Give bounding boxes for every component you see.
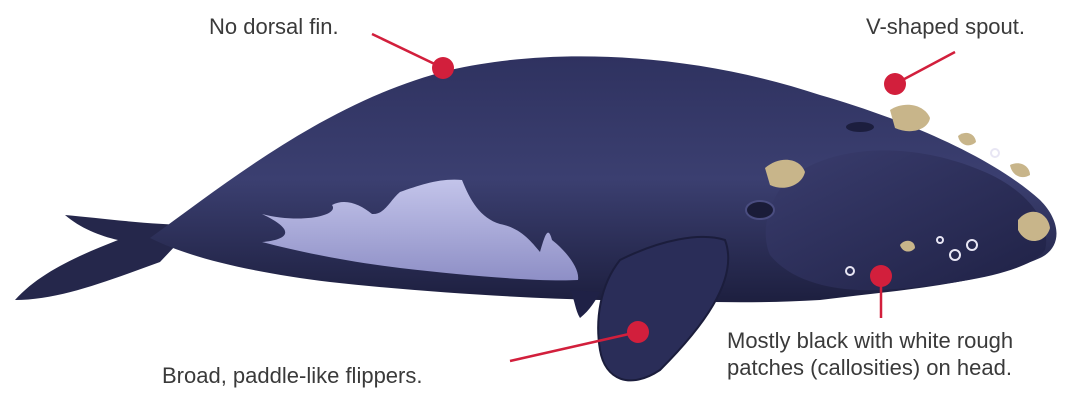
marker-dot <box>884 73 906 95</box>
leader-line <box>372 34 443 68</box>
marker-dot <box>627 321 649 343</box>
callout-dorsal <box>372 34 454 79</box>
whale-head <box>766 150 1047 290</box>
label-flippers: Broad, paddle-like flippers. <box>162 362 422 389</box>
callosity <box>958 133 976 145</box>
label-coloration: Mostly black with white rough patches (c… <box>727 327 1013 381</box>
label-coloration-line1: Mostly black with white rough <box>727 327 1013 354</box>
marker-dot <box>432 57 454 79</box>
callosity-ring <box>991 149 999 157</box>
callosity <box>890 105 930 131</box>
label-v-shaped-spout: V-shaped spout. <box>866 13 1025 40</box>
eye <box>746 201 774 219</box>
callosity <box>1010 163 1030 177</box>
marker-dot <box>870 265 892 287</box>
ventral-fin <box>570 290 600 318</box>
label-no-dorsal-fin: No dorsal fin. <box>209 13 339 40</box>
callout-spout <box>884 52 955 95</box>
blowhole <box>846 122 874 132</box>
label-coloration-line2: patches (callosities) on head. <box>727 354 1013 381</box>
